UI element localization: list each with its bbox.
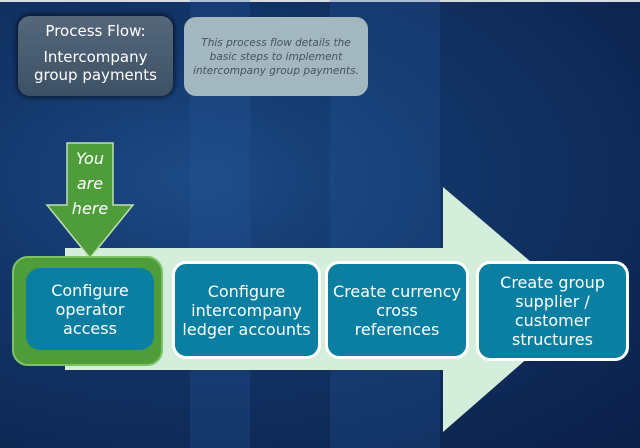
step-configure-intercompany-ledger-accounts[interactable]: Configure intercompany ledger accounts [172, 261, 321, 359]
you-are-here-arrow [45, 142, 135, 260]
step-label: Create currency cross references [333, 281, 461, 339]
process-title-box: Process Flow: Intercompany group payment… [18, 16, 173, 96]
you-are-here-label: You are here [71, 149, 109, 218]
step-label: Configure intercompany ledger accounts [182, 281, 311, 339]
step-create-group-supplier-customer-structures[interactable]: Create group supplier / customer structu… [476, 261, 629, 361]
step-configure-operator-access[interactable]: Configure operator access [26, 268, 154, 350]
step-label: Create group supplier / customer structu… [500, 273, 605, 349]
step-label: Configure operator access [51, 280, 129, 338]
process-title-label: Process Flow: [45, 22, 146, 40]
top-border [0, 0, 640, 2]
process-title-name: Intercompany group payments [34, 48, 157, 84]
process-description: This process flow details the basic step… [184, 17, 368, 96]
step-create-currency-cross-references[interactable]: Create currency cross references [325, 261, 469, 359]
